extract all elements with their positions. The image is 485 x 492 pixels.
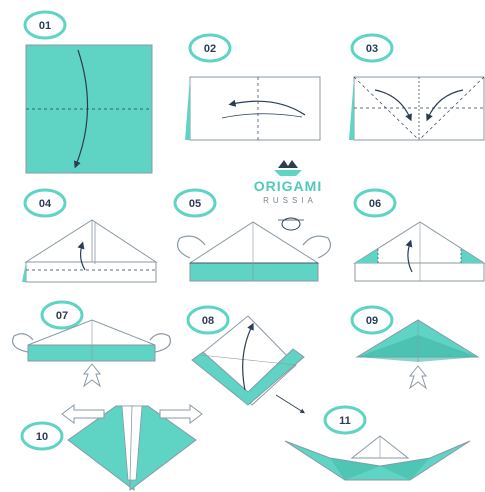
step-number: 05 xyxy=(189,198,201,210)
step-badge-09: 09 xyxy=(352,307,392,333)
step-number: 06 xyxy=(369,198,381,210)
step-badge-11: 11 xyxy=(325,407,365,433)
step-badge-01: 01 xyxy=(25,12,65,38)
step-badge-04: 04 xyxy=(25,190,65,216)
logo-subtitle: RUSSIA xyxy=(263,196,317,205)
origami-russia-logo: ORIGAMI RUSSIA xyxy=(254,160,322,205)
step-10-figure xyxy=(62,405,202,490)
step-number: 02 xyxy=(204,43,216,55)
step-03-figure xyxy=(349,77,484,140)
step-05-figure xyxy=(178,218,331,281)
step-01-figure xyxy=(26,45,152,173)
step-badge-06: 06 xyxy=(355,190,395,216)
step-badge-02: 02 xyxy=(190,35,230,61)
pull-arrow-icon xyxy=(84,364,100,386)
step-badge-03: 03 xyxy=(352,35,392,61)
logo-title: ORIGAMI xyxy=(254,178,322,194)
step-number: 08 xyxy=(202,315,214,327)
step-07-figure xyxy=(13,320,171,386)
step-badge-05: 05 xyxy=(175,190,215,216)
step-number: 10 xyxy=(36,431,48,443)
step-11-figure xyxy=(285,436,470,480)
boat-crown-icon xyxy=(274,160,302,176)
step-number: 07 xyxy=(56,310,68,322)
step-number: 04 xyxy=(39,198,52,210)
step-number: 09 xyxy=(366,315,378,327)
step-number: 03 xyxy=(366,43,378,55)
step-badge-07: 07 xyxy=(42,302,82,328)
step-04-figure xyxy=(22,220,156,282)
step-06-figure xyxy=(355,222,484,281)
step-badge-08: 08 xyxy=(188,307,228,333)
step-number: 01 xyxy=(39,20,51,32)
step-number: 11 xyxy=(339,415,351,427)
step-02-figure xyxy=(185,77,320,140)
pull-arrow-icon xyxy=(410,366,426,388)
step-badge-10: 10 xyxy=(22,423,62,449)
